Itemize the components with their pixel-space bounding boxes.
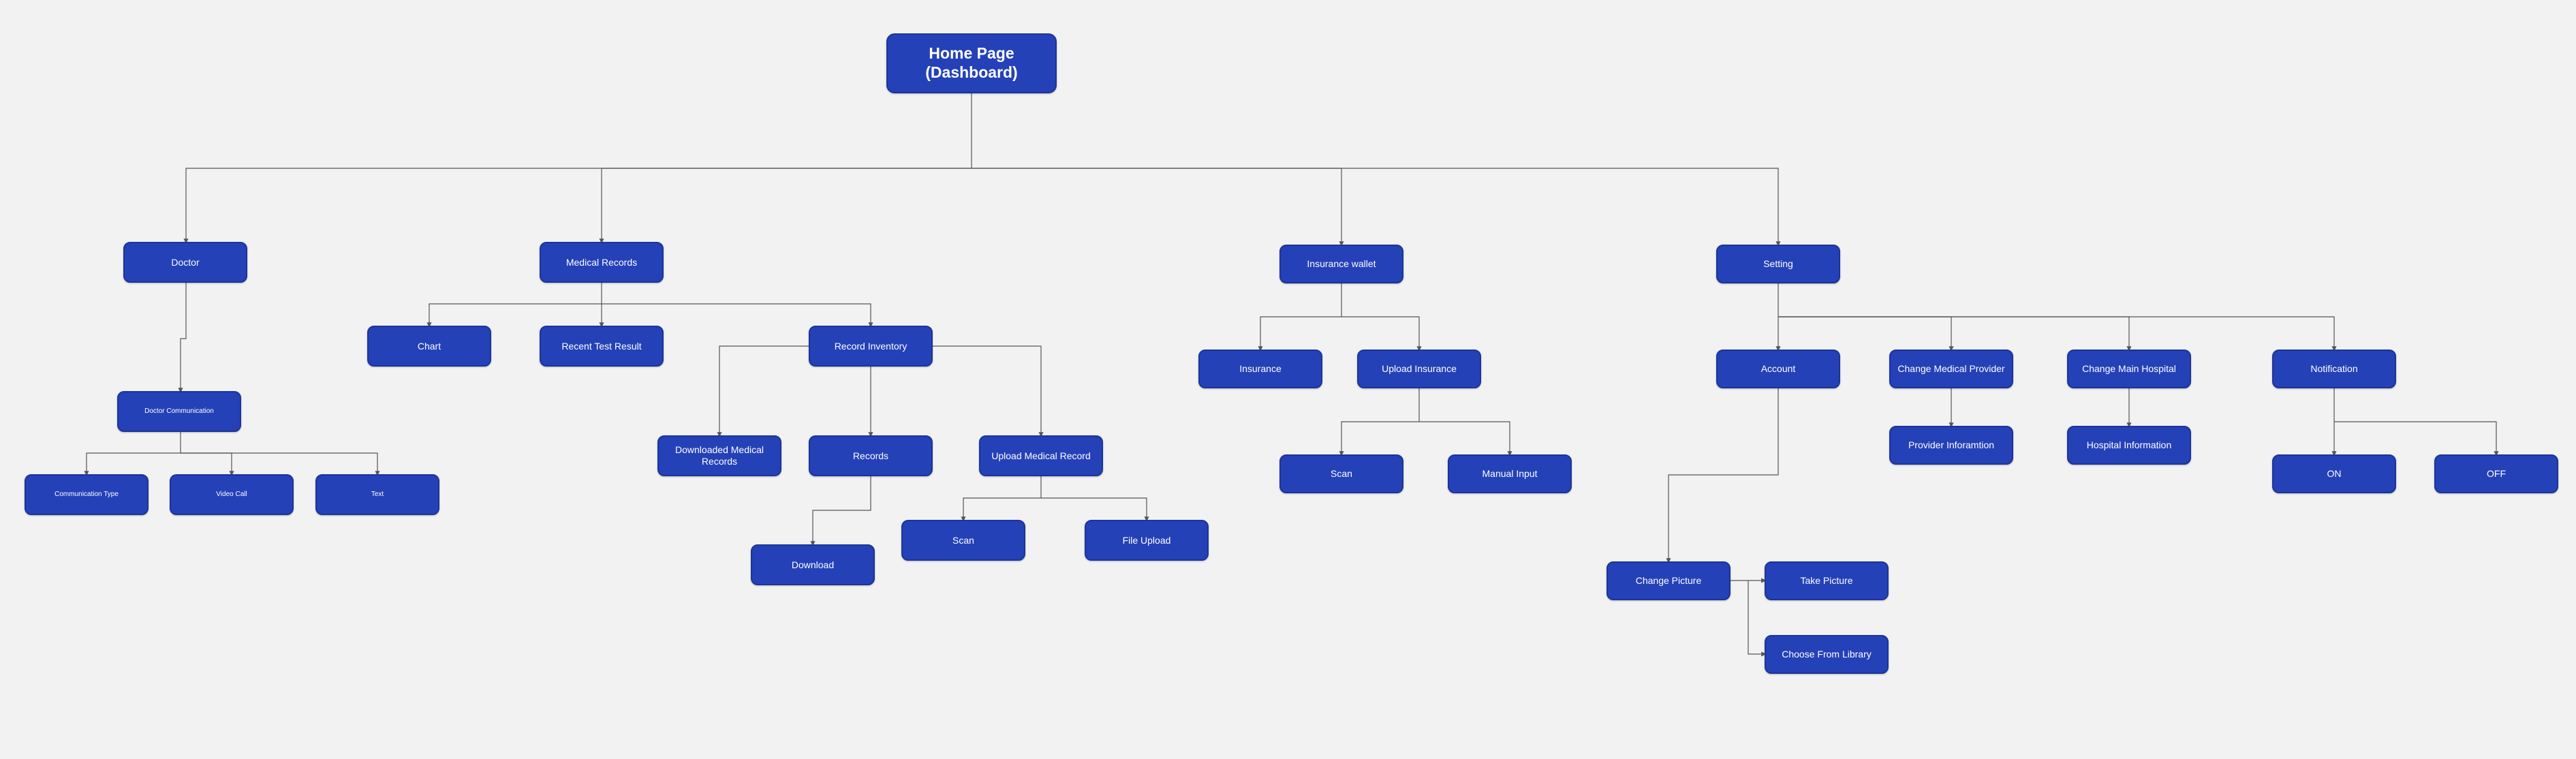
connector-setting-branch — [1778, 316, 2132, 352]
node-medical-records[interactable]: Medical Records — [540, 242, 664, 283]
node-video-call[interactable]: Video Call — [170, 474, 294, 515]
node-change-medical-provider[interactable]: Change Medical Provider — [1889, 350, 2013, 388]
node-scan-record[interactable]: Scan — [901, 520, 1025, 561]
connector-root-branch — [972, 168, 1344, 247]
node-doctor[interactable]: Doctor — [123, 242, 247, 283]
connector-doctor-branch — [178, 283, 187, 393]
connector-doctor-comm-branch — [181, 452, 234, 476]
node-records[interactable]: Records — [809, 435, 933, 476]
node-notification-on[interactable]: ON — [2272, 454, 2396, 493]
node-take-picture[interactable]: Take Picture — [1765, 561, 1889, 600]
connector-insurance-branch — [1258, 283, 1342, 352]
node-upload-insurance[interactable]: Upload Insurance — [1357, 350, 1481, 388]
node-notification[interactable]: Notification — [2272, 350, 2396, 388]
connector-root-branch — [183, 93, 972, 244]
connector-doctor-comm-branch — [181, 452, 380, 476]
node-manual-input[interactable]: Manual Input — [1448, 454, 1572, 493]
node-setting[interactable]: Setting — [1716, 245, 1840, 283]
connector-root-branch — [599, 168, 972, 244]
node-home-page[interactable]: Home Page (Dashboard) — [886, 33, 1057, 93]
connector-upload-insurance-branch — [1339, 388, 1420, 456]
node-downloaded-medical-records[interactable]: Downloaded Medical Records — [657, 435, 781, 476]
node-chart[interactable]: Chart — [367, 326, 491, 367]
node-insurance[interactable]: Insurance — [1198, 350, 1322, 388]
node-recent-test-result[interactable]: Recent Test Result — [540, 326, 664, 367]
node-hospital-information[interactable]: Hospital Information — [2067, 426, 2191, 465]
connector-upload-insurance-branch — [1419, 421, 1512, 456]
connector-upload-record-branch — [961, 476, 1042, 522]
node-change-picture[interactable]: Change Picture — [1607, 561, 1731, 600]
node-record-inventory[interactable]: Record Inventory — [809, 326, 933, 367]
connector-insurance-branch — [1341, 316, 1422, 352]
connector-account-branch — [1666, 388, 1779, 563]
connector-setting-branch — [1778, 316, 2337, 352]
node-upload-medical-record[interactable]: Upload Medical Record — [979, 435, 1103, 476]
connector-notification-branch — [2334, 421, 2499, 456]
node-file-upload[interactable]: File Upload — [1085, 520, 1209, 561]
connector-medical-branch — [602, 303, 873, 328]
node-change-main-hospital[interactable]: Change Main Hospital — [2067, 350, 2191, 388]
connector-inventory-branch — [717, 345, 809, 437]
node-text[interactable]: Text — [315, 474, 439, 515]
connector-setting-branch — [1778, 316, 1954, 352]
connector-medical-branch — [426, 283, 602, 328]
node-notification-off[interactable]: OFF — [2434, 454, 2558, 493]
node-account[interactable]: Account — [1716, 350, 1840, 388]
connector-inventory-branch — [933, 345, 1044, 437]
connector-picture-branch — [1748, 580, 1767, 657]
node-communication-type[interactable]: Communication Type — [25, 474, 149, 515]
node-download[interactable]: Download — [751, 544, 875, 585]
node-scan-insurance[interactable]: Scan — [1279, 454, 1403, 493]
node-choose-from-library[interactable]: Choose From Library — [1765, 635, 1889, 674]
node-doctor-communication[interactable]: Doctor Communication — [117, 391, 241, 432]
connector-records-branch — [810, 476, 871, 546]
node-insurance-wallet[interactable]: Insurance wallet — [1279, 245, 1403, 283]
connector-upload-record-branch — [1041, 497, 1149, 522]
node-provider-information[interactable]: Provider Inforamtion — [1889, 426, 2013, 465]
connector-doctor-comm-branch — [84, 432, 181, 476]
connector-root-branch — [972, 168, 1781, 247]
